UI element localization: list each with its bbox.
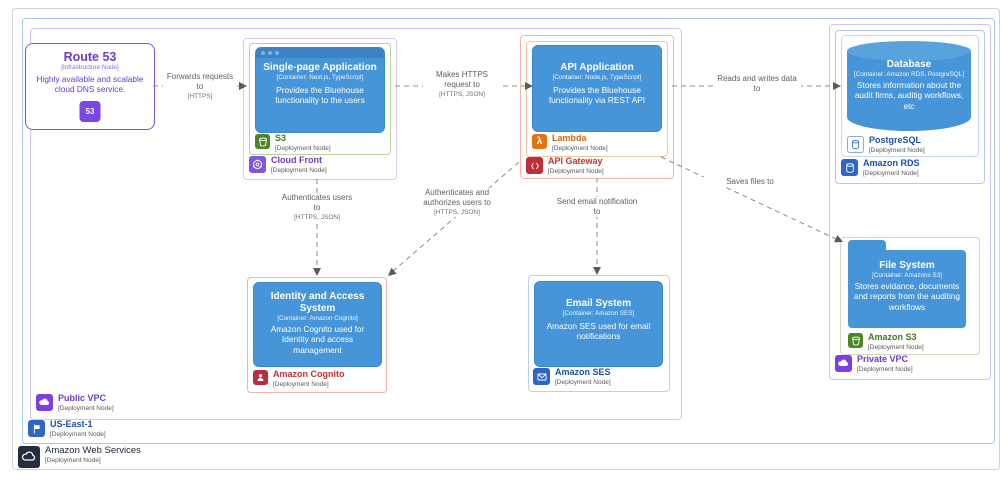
api-subtitle: [Container: Node.js, TypeScript] (552, 74, 642, 81)
route53-subtitle: [Infrastructure Node] (61, 64, 119, 71)
spa-subtitle: [Container: Next.js, TypeScript] (276, 74, 364, 81)
ses-icon (533, 368, 550, 385)
folder-tab (848, 240, 886, 252)
browser-dot (275, 51, 279, 55)
aws-cloud-icon (18, 446, 40, 468)
api-gateway-deployment-label: API Gateway [Deployment Node] (526, 156, 604, 175)
identity-title: Identity and Access System (270, 291, 365, 314)
identity-description: Amazon Cognito used for Identity and acc… (270, 324, 365, 355)
rds-deployment-label: Amazon RDS [Deployment Node] (841, 158, 920, 177)
edge-label-authorizes: Authenticates and authorizes users to[HT… (415, 188, 499, 218)
region-boundary (22, 18, 995, 444)
identity-system-container[interactable]: Identity and Access System [Container: A… (253, 282, 382, 367)
file-system-container[interactable]: File System [Container: Amazons S3] Stor… (848, 250, 966, 328)
s3-boundary (249, 43, 391, 155)
public-vpc-label: Public VPC [Deployment Node] (36, 393, 114, 412)
lambda-icon: λ (532, 134, 547, 149)
spa-description: Provides the Bluehouse functionality to … (275, 85, 365, 106)
api-description: Provides the Bluehouse functionality via… (548, 85, 646, 106)
email-description: Amazon SES used for email notifications (546, 321, 651, 342)
api-title: API Application (560, 62, 634, 73)
cloudfront-deployment-label: Cloud Front [Deployment Node] (249, 155, 327, 174)
s3-deployment-label: S3 [Deployment Node] (255, 133, 331, 152)
vpc-icon (36, 394, 53, 411)
edge-label-https-request: Makes HTTPS request to[HTTPS, JSON] (423, 70, 501, 100)
edge-label-forwards: Forwards requests to[HTTPS] (163, 72, 237, 102)
route53-node[interactable]: Route 53 [Infrastructure Node] Highly av… (25, 43, 155, 130)
vpc-icon (835, 355, 852, 372)
browser-bar (256, 48, 384, 58)
email-title: Email System (565, 298, 632, 309)
filesystem-description: Stores evidance, documents and reports f… (853, 281, 961, 312)
aws-label: Amazon Web Services [Deployment Node] (18, 445, 141, 468)
identity-subtitle: [Container: Amazon Cognito] (277, 315, 358, 322)
postgresql-deployment-label: PostgreSQL [Deployment Node] (847, 135, 925, 154)
amazon-s3-deployment-label: Amazon S3 [Deployment Node] (848, 332, 924, 351)
route53-icon: 53 (79, 101, 101, 122)
edge-label-saves-files: Saves files to (700, 177, 800, 187)
browser-dot (261, 51, 265, 55)
database-container[interactable]: Database [Container: Amazon RDS, Postgre… (847, 41, 971, 131)
cloudfront-icon (249, 156, 266, 173)
postgresql-icon (847, 136, 864, 153)
edge-label-authenticates: Authenticates users to[HTTPS, JSON] (280, 193, 354, 223)
filesystem-subtitle: [Container: Amazons S3] (872, 272, 942, 279)
database-description: Stores information about the audit firms… (854, 80, 964, 111)
edge-label-send-email: Send email notification to (553, 197, 641, 217)
email-subtitle: [Container: Amazon SES] (562, 310, 635, 317)
api-gateway-icon (526, 157, 543, 174)
cognito-deployment-label: Amazon Cognito [Deployment Node] (253, 369, 345, 388)
edge-label-reads-writes: Reads and writes data to (713, 74, 801, 94)
lambda-deployment-label: λ Lambda [Deployment Node] (532, 133, 608, 152)
filesystem-title: File System (879, 260, 935, 271)
region-icon (28, 420, 45, 437)
rds-icon (841, 159, 858, 176)
ses-deployment-label: Amazon SES [Deployment Node] (533, 367, 611, 386)
email-system-container[interactable]: Email System [Container: Amazon SES] Ama… (534, 281, 663, 367)
spa-container[interactable]: Single-page Application [Container: Next… (255, 47, 385, 133)
s3-icon (255, 134, 270, 149)
cognito-icon (253, 370, 268, 385)
amazon-s3-icon (848, 333, 863, 348)
database-subtitle: [Container: Amazon RDS, PostgreSQL] (854, 71, 964, 78)
aws-boundary (12, 8, 1000, 470)
private-vpc-label: Private VPC [Deployment Node] (835, 354, 913, 373)
route53-title: Route 53 (63, 50, 117, 64)
postgresql-boundary (841, 35, 979, 157)
spa-title: Single-page Application (263, 62, 377, 73)
lambda-boundary (526, 41, 668, 157)
database-title: Database (886, 59, 932, 70)
api-application-container[interactable]: API Application [Container: Node.js, Typ… (532, 45, 662, 132)
browser-dot (268, 51, 272, 55)
route53-description: Highly available and scalable cloud DNS … (36, 74, 144, 95)
region-label: US-East-1 [Deployment Node] (28, 419, 106, 438)
